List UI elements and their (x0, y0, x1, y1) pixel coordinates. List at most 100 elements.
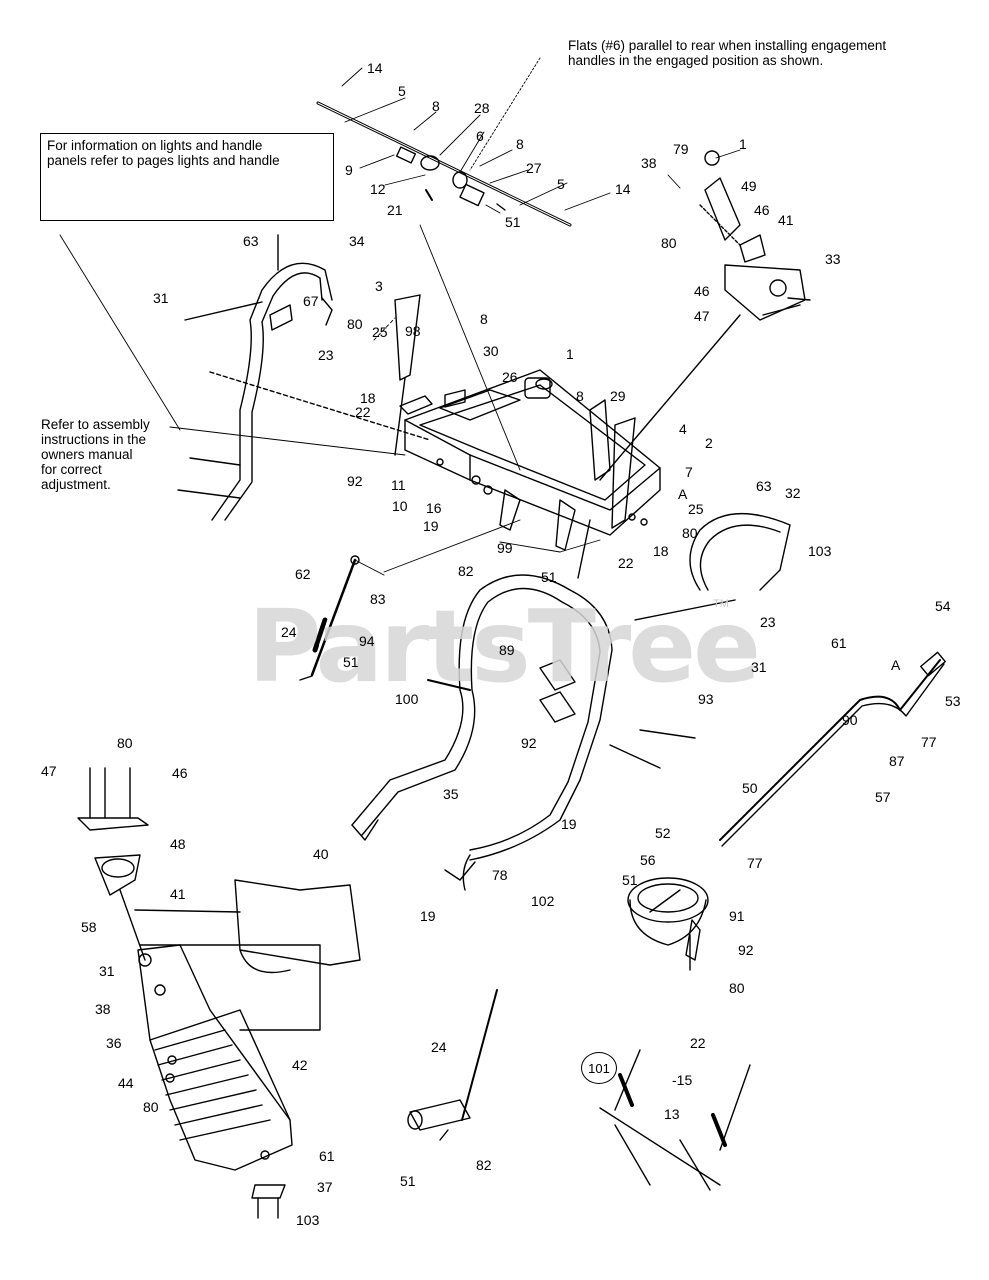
watermark-trademark: TM (713, 598, 729, 610)
part-label: 38 (641, 155, 657, 171)
part-label: 92 (347, 473, 363, 489)
part-label: 82 (458, 563, 474, 579)
part-label: 30 (483, 343, 499, 359)
part-label: 80 (661, 235, 677, 251)
part-label: 16 (426, 500, 442, 516)
part-label: -15 (672, 1072, 693, 1088)
part-label: 103 (296, 1212, 320, 1228)
part-label: 14 (367, 60, 383, 76)
shift-rod-drawing (407, 989, 498, 1141)
info-box: For information on lights and handle pan… (40, 133, 334, 221)
part-label: 100 (395, 691, 419, 707)
part-label: 5 (398, 83, 406, 99)
watermark: PartsTree (248, 588, 761, 705)
part-label: 24 (281, 624, 297, 640)
part-label: 24 (431, 1039, 447, 1055)
center-frame-drawing (394, 294, 661, 579)
left-upper-handle-drawing (177, 234, 431, 521)
part-label: 80 (347, 316, 363, 332)
part-label: 94 (359, 633, 375, 649)
part-label: 63 (243, 233, 259, 249)
part-label: 8 (432, 98, 440, 114)
part-label: 99 (497, 540, 513, 556)
part-label: 3 (375, 278, 383, 294)
part-label: 51 (505, 214, 521, 230)
part-label: 13 (664, 1106, 680, 1122)
part-label: 46 (172, 765, 188, 781)
part-label: 41 (778, 212, 794, 228)
part-label: 25 (688, 501, 704, 517)
part-label: 67 (303, 293, 319, 309)
detail-callout-101: 101 (581, 1052, 617, 1084)
part-label: 49 (741, 178, 757, 194)
part-label: 11 (391, 477, 406, 493)
part-label: 92 (521, 735, 537, 751)
part-label: 2 (705, 435, 713, 451)
part-label: 36 (106, 1035, 122, 1051)
part-label: 83 (370, 591, 386, 607)
part-label: 18 (653, 543, 669, 559)
part-label: 38 (95, 1001, 111, 1017)
part-label: 47 (694, 308, 710, 324)
part-label: 82 (476, 1157, 492, 1173)
part-label: 19 (423, 518, 439, 534)
part-label: A (891, 657, 901, 673)
part-label: 80 (143, 1099, 159, 1115)
part-label: 51 (400, 1173, 416, 1189)
part-label: 6 (476, 128, 484, 144)
part-label: 1 (739, 136, 747, 152)
part-label: 10 (392, 498, 408, 514)
assembly-instructions-note: Refer to assembly instructions in the ow… (41, 417, 150, 492)
info-box-text: For information on lights and handle pan… (47, 138, 280, 168)
part-label: 80 (682, 525, 698, 541)
part-label: 53 (945, 693, 961, 709)
part-label: 22 (355, 404, 371, 420)
part-label: 90 (842, 712, 858, 728)
part-label: 8 (576, 388, 584, 404)
part-label: 46 (754, 202, 770, 218)
part-label: 32 (785, 485, 801, 501)
part-label: 26 (502, 369, 518, 385)
part-label: 50 (742, 780, 758, 796)
rod-assembly-drawing (299, 555, 360, 681)
right-control-bracket-drawing (599, 150, 811, 481)
part-label: 34 (349, 233, 365, 249)
part-label: 61 (319, 1148, 335, 1164)
part-label: 41 (170, 886, 186, 902)
part-label: 102 (531, 893, 555, 909)
part-label: 42 (292, 1057, 308, 1073)
part-label: 58 (81, 919, 97, 935)
chute-control-drawing (627, 651, 946, 971)
discharge-chute-drawing (77, 767, 361, 1219)
part-label: 48 (170, 836, 186, 852)
part-label: 22 (618, 555, 634, 571)
part-label: 44 (118, 1075, 134, 1091)
part-label: 92 (738, 942, 754, 958)
part-label: 87 (889, 753, 905, 769)
part-label: 7 (685, 464, 693, 480)
shaft-assembly-drawing (316, 101, 572, 227)
part-label: 27 (526, 160, 542, 176)
part-label: 29 (610, 388, 626, 404)
part-label: 33 (825, 251, 841, 267)
flats-orientation-note: Flats (#6) parallel to rear when install… (568, 38, 887, 68)
part-label: 31 (751, 659, 767, 675)
part-label: 91 (729, 908, 745, 924)
part-label: 18 (360, 390, 376, 406)
part-label: 23 (318, 347, 334, 363)
part-label: 12 (370, 181, 386, 197)
part-label: 93 (698, 691, 714, 707)
part-label: 56 (640, 852, 656, 868)
part-label: 47 (41, 763, 57, 779)
part-label: A (678, 486, 688, 502)
leader-lines (59, 57, 741, 576)
part-label: 25 (372, 324, 388, 340)
part-label: 57 (875, 789, 891, 805)
part-label: 19 (420, 908, 436, 924)
part-label: 78 (492, 867, 508, 883)
part-label: 22 (690, 1035, 706, 1051)
part-label: 80 (729, 980, 745, 996)
lower-handle-drawing (351, 512, 791, 891)
